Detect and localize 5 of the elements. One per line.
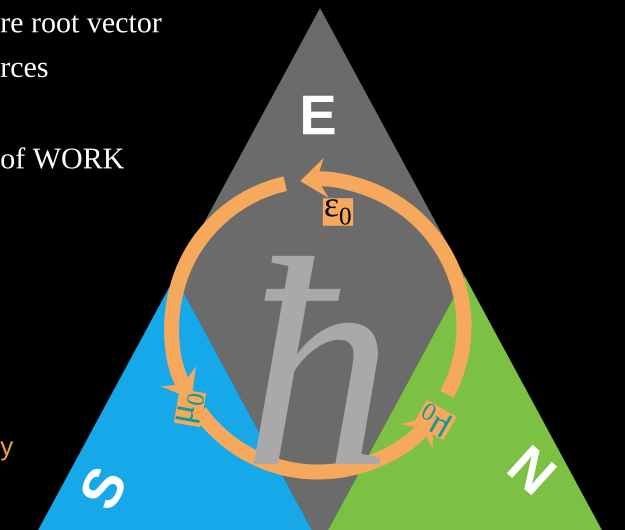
text-line: of WORK bbox=[1, 147, 124, 169]
edge-label: ε$_{0}$ bbox=[322, 198, 354, 226]
edge-label: μ$_{0}$ bbox=[174, 388, 206, 428]
node-label: E bbox=[303, 96, 334, 134]
text-line: rces bbox=[0, 62, 48, 78]
